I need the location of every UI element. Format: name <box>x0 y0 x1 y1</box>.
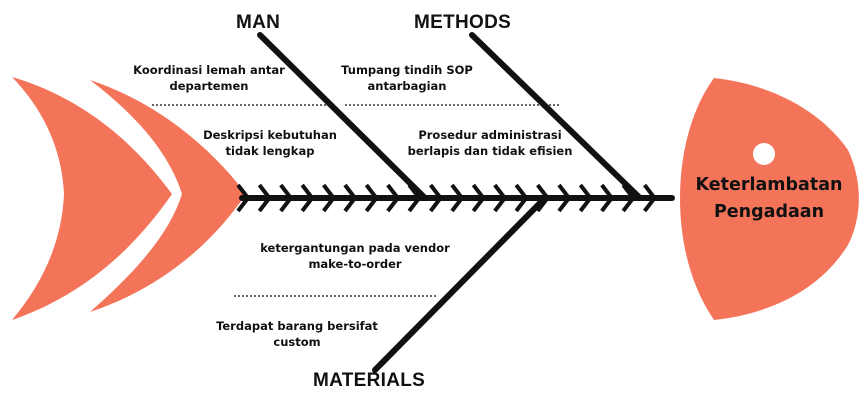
bone-man <box>257 32 428 201</box>
fish-eye <box>753 143 775 165</box>
cause-materials-1: ketergantungan pada vendor make-to-order <box>260 241 450 271</box>
bone-materials <box>372 195 548 373</box>
fish-tail-inner <box>90 80 246 312</box>
effect-label: Keterlambatan Pengadaan <box>695 175 843 222</box>
cause-materials-2: Terdapat barang bersifat custom <box>216 319 378 349</box>
fish-head <box>680 78 859 320</box>
category-man: MAN <box>236 12 281 33</box>
bone-methods <box>469 32 643 201</box>
fish-tail-outer <box>12 77 172 320</box>
cause-man-2: Deskripsi kebutuhan tidak lengkap <box>203 128 337 158</box>
category-methods: METHODS <box>414 12 512 33</box>
cause-methods-2: Prosedur administrasi berlapis dan tidak… <box>407 128 573 158</box>
cause-man-1: Koordinasi lemah antar departemen <box>133 63 285 93</box>
cause-methods-1: Tumpang tindih SOP antarbagian <box>341 63 473 93</box>
category-materials: MATERIALS <box>313 370 426 391</box>
